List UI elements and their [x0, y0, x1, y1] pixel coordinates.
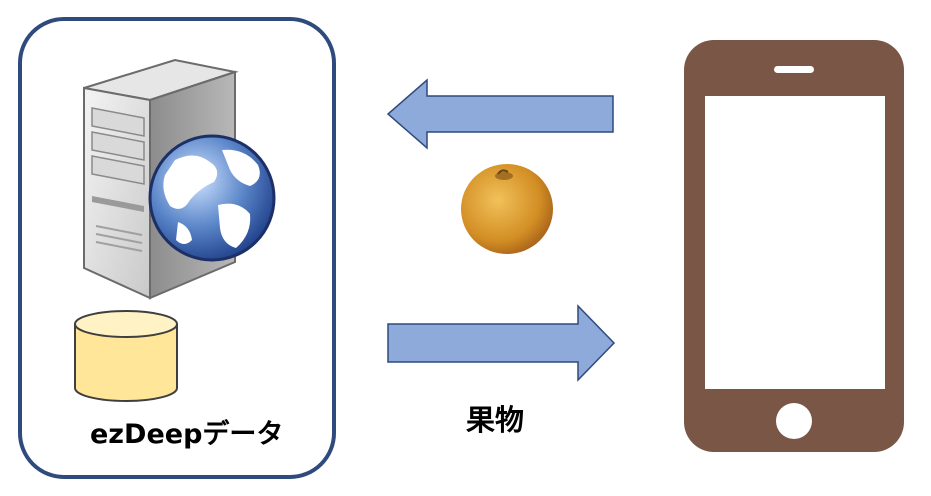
fruit-label: 果物	[466, 403, 525, 437]
database-label: ezDeepデータ	[90, 419, 284, 450]
arrow-left-icon	[386, 78, 614, 150]
arrow-right-icon	[387, 304, 616, 382]
smartphone-icon	[684, 40, 904, 452]
fruit-icon	[461, 164, 553, 254]
globe-icon	[148, 134, 276, 262]
database-icon	[74, 310, 178, 402]
